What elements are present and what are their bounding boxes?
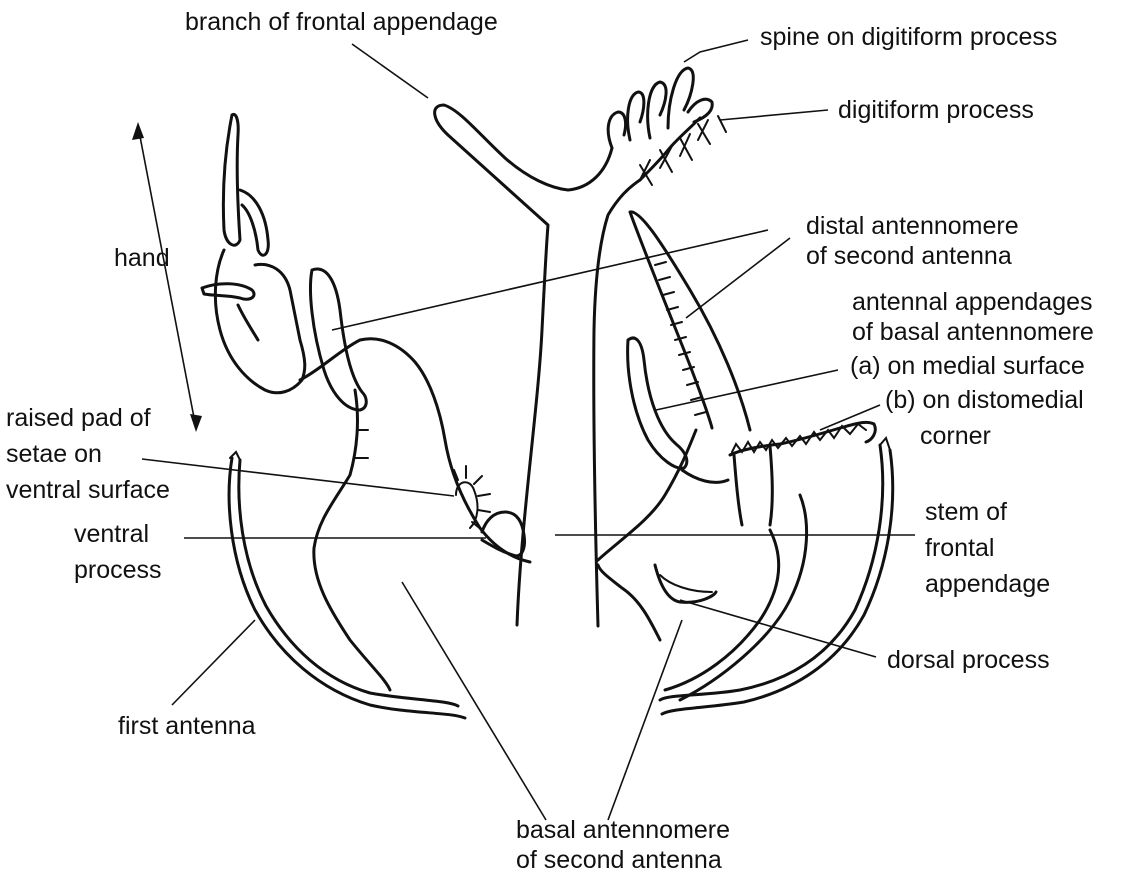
label-antennal-appendages-line2: of basal antennomere: [852, 318, 1094, 346]
basal-antennomere-right-body: [665, 495, 807, 700]
label-ventral-process-line2: process: [74, 556, 162, 584]
label-basal-antennomere-line2: of second antenna: [516, 846, 722, 874]
label-digitiform-process: digitiform process: [838, 96, 1034, 124]
specimen-drawing: [202, 68, 893, 718]
distal-antennomere-setae: [655, 262, 706, 415]
medial-surface-appendage: [628, 338, 687, 468]
label-raised-pad-line3: ventral surface: [6, 476, 170, 504]
leader-basal-antennomere-right: [608, 620, 682, 820]
label-stem-line1: stem of: [925, 498, 1007, 526]
label-on-distomedial-line1: (b) on distomedial: [885, 386, 1084, 414]
label-first-antenna: first antenna: [118, 712, 256, 740]
label-branch-of-frontal-appendage: branch of frontal appendage: [185, 8, 498, 36]
leader-medial-surface: [656, 370, 838, 410]
leader-digitiform-process: [720, 110, 828, 120]
leader-dorsal-process: [680, 600, 876, 657]
label-raised-pad-line2: setae on: [6, 440, 102, 468]
label-ventral-process-line1: ventral: [74, 520, 149, 548]
distomedial-appendage: [730, 422, 875, 525]
leader-branch-of-frontal-appendage: [352, 44, 428, 98]
leader-raised-pad: [142, 459, 454, 496]
distal-antennomere-right: [630, 212, 750, 430]
label-hand: hand: [114, 244, 170, 272]
labels: branch of frontal appendage spine on dig…: [6, 8, 1094, 874]
raised-pad-of-setae: [454, 466, 490, 530]
label-antennal-appendages-line1: antennal appendages: [852, 288, 1093, 316]
label-basal-antennomere-line1: basal antennomere: [516, 816, 730, 844]
digitiform-spines: [640, 116, 726, 185]
label-on-medial-surface: (a) on medial surface: [850, 352, 1085, 380]
label-distal-antennomere-line1: distal antennomere: [806, 212, 1019, 240]
label-raised-pad-line1: raised pad of: [6, 404, 151, 432]
label-stem-line2: frontal: [925, 534, 994, 562]
leader-distal-antennomere-right: [686, 238, 790, 318]
label-spine-on-digitiform-process: spine on digitiform process: [760, 23, 1057, 51]
label-on-distomedial-line2: corner: [920, 422, 991, 450]
label-dorsal-process: dorsal process: [887, 646, 1050, 674]
first-antenna-left: [229, 458, 465, 718]
leader-spine-on-digitiform-process: [684, 40, 748, 62]
hand-arrow-head-top: [132, 122, 144, 140]
distomedial-serrations: [732, 424, 866, 452]
label-stem-line3: appendage: [925, 570, 1050, 598]
leader-lines: [132, 40, 915, 820]
hand-structure: [202, 114, 305, 392]
leader-first-antenna: [172, 620, 255, 705]
dorsal-process-hook: [660, 575, 712, 592]
digitiform-process: [608, 68, 712, 180]
label-distal-antennomere-line2: of second antenna: [806, 242, 1012, 270]
hand-arrow-head-bottom: [190, 414, 202, 432]
hand-arrow-shaft: [138, 126, 196, 428]
